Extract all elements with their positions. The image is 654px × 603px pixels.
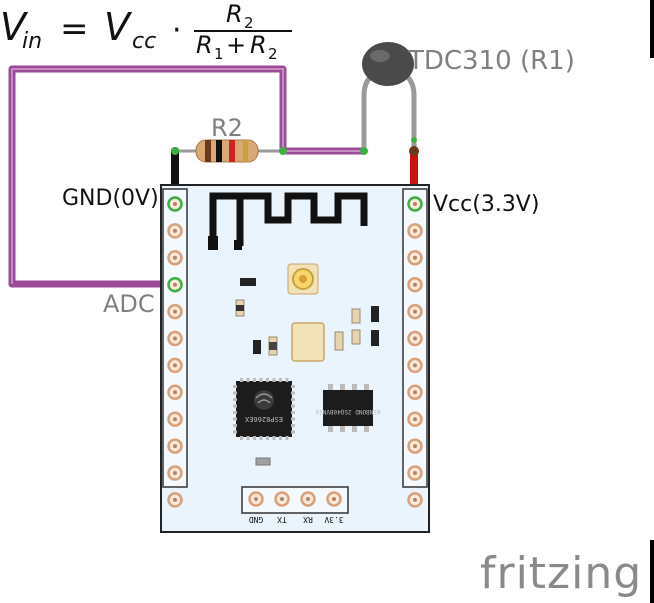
bottom-pin-label: GND <box>249 515 264 524</box>
flash-chip: WINBOND 25Q40BVNIG <box>315 384 381 432</box>
formula-vin: V <box>0 5 29 49</box>
formula-dot: · <box>172 13 182 48</box>
bottom-pin-label: RX <box>303 515 313 524</box>
right-edge-line <box>650 0 654 58</box>
mcu-chip: ESP8266EX <box>233 378 295 440</box>
thermistor-label: TDC310 (R1) <box>408 46 575 76</box>
flash-label: WINBOND 25Q40BVNIG <box>315 408 380 415</box>
resistor-icon <box>195 139 259 163</box>
resistor-label: R2 <box>211 114 243 142</box>
esp-board: ESP8266EX WINBOND 25Q40BVNIG GND TX RX 3.3V <box>160 184 430 533</box>
crystal <box>291 322 325 362</box>
formula-vin-subscript: in <box>22 29 42 54</box>
smd-components <box>235 278 379 466</box>
voltage-divider-formula: V in = V cc · R 2 R 1 + R 2 <box>0 0 292 62</box>
formula-equals: = <box>60 9 89 49</box>
formula-denominator-r1-subscript: 1 <box>214 45 224 62</box>
right-header-pins <box>407 196 423 508</box>
pcb-antenna-icon <box>209 192 368 246</box>
vcc-label: Vcc(3.3V) <box>433 192 540 217</box>
purple-wire-highlights <box>11 68 364 284</box>
vcc-wire-end <box>409 146 419 156</box>
antenna-connector <box>287 263 319 295</box>
formula-plus: + <box>226 31 246 59</box>
right-edge-line-lower <box>650 540 654 603</box>
adc-label: ADC <box>103 290 155 318</box>
mcu-label: ESP8266EX <box>244 415 283 423</box>
formula-vcc: V <box>104 5 133 49</box>
thermistor-icon <box>362 42 414 86</box>
left-header-pins <box>167 196 183 508</box>
bottom-pin-label: 3.3V <box>324 515 343 524</box>
formula-numerator: R <box>226 0 243 28</box>
gnd-label: GND(0V) <box>62 186 159 211</box>
formula-vcc-subscript: cc <box>132 29 156 54</box>
formula-denominator-r2-subscript: 2 <box>268 45 278 62</box>
bottom-pin-labels: GND TX RX 3.3V <box>249 515 344 524</box>
formula-denominator-r2: R <box>250 31 267 59</box>
formula-denominator-r1: R <box>196 31 213 59</box>
fritzing-watermark: fritzing <box>480 548 643 599</box>
formula-numerator-subscript: 2 <box>244 14 254 32</box>
bottom-pin-label: TX <box>277 515 287 524</box>
bottom-header-pins <box>248 491 342 507</box>
